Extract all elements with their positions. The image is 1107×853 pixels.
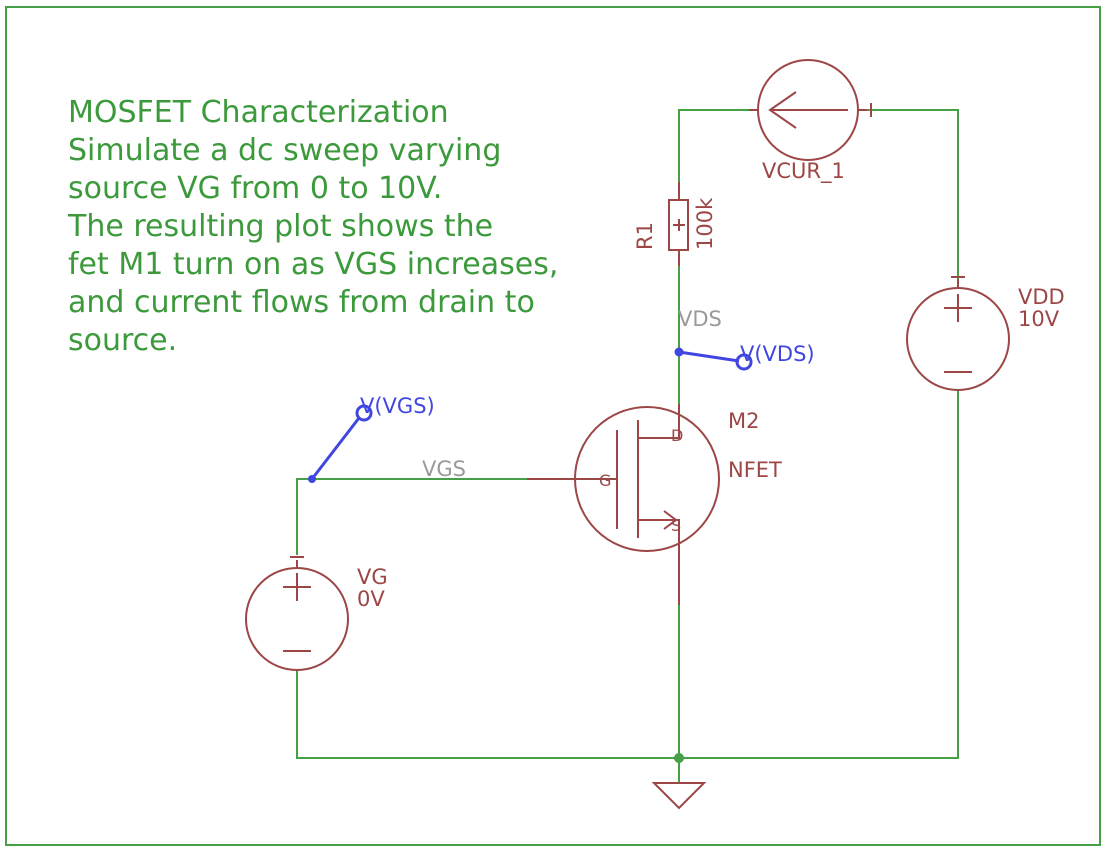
annotation-note: MOSFET Characterization Simulate a dc sw… bbox=[67, 95, 558, 358]
note-line-5: fet M1 turn on as VGS increases, bbox=[68, 247, 558, 282]
vg-name: VG bbox=[357, 565, 388, 589]
wire-top-left bbox=[678, 109, 757, 196]
mosfet-source-leg bbox=[638, 519, 680, 605]
resistor-value: 100k bbox=[693, 197, 717, 250]
current-source-arrow-head bbox=[768, 91, 797, 129]
current-source-name: VCUR_1 bbox=[762, 159, 845, 184]
probe-vgs-lead bbox=[310, 417, 361, 480]
mosfet-source-arrow bbox=[663, 510, 678, 530]
junction-ground bbox=[674, 753, 684, 763]
wires bbox=[296, 109, 959, 783]
mosfet-m2[interactable]: G D S M2 NFET bbox=[527, 404, 782, 605]
probe-vgs-label: V(VGS) bbox=[360, 394, 435, 418]
probe-vds-anchor bbox=[674, 347, 684, 357]
probe-vds-label: V(VDS) bbox=[740, 342, 815, 366]
mosfet-pin-d: D bbox=[671, 426, 683, 445]
probe-vgs-anchor bbox=[308, 475, 316, 483]
mosfet-pin-s: S bbox=[671, 516, 681, 535]
note-line-1: MOSFET Characterization bbox=[68, 95, 449, 130]
note-line-4: The resulting plot shows the bbox=[67, 209, 493, 244]
note-line-2: Simulate a dc sweep varying bbox=[68, 133, 501, 168]
probe-vds[interactable]: V(VDS) bbox=[674, 342, 815, 371]
ground-symbol bbox=[651, 782, 707, 810]
mosfet-name: M2 bbox=[728, 409, 759, 433]
probe-vds-tip bbox=[735, 353, 753, 371]
probe-vgs[interactable]: V(VGS) bbox=[308, 394, 435, 483]
mosfet-type: NFET bbox=[728, 458, 782, 482]
sheet-frame bbox=[5, 6, 1101, 846]
vg-value: 0V bbox=[357, 587, 385, 611]
resistor-name: R1 bbox=[633, 222, 657, 250]
current-source[interactable]: VCUR_1 bbox=[749, 59, 872, 184]
wire-vgs-net bbox=[296, 478, 527, 555]
vdd-value: 10V bbox=[1018, 307, 1060, 331]
wire-top-right bbox=[859, 109, 959, 288]
vg-source[interactable]: VG 0V bbox=[245, 556, 388, 671]
vdd-source[interactable]: VDD 10V bbox=[906, 276, 1065, 391]
mosfet-drain-leg bbox=[638, 404, 680, 439]
probe-vgs-tip bbox=[355, 404, 373, 422]
wire-bottom-rail bbox=[296, 390, 959, 759]
vdd-name: VDD bbox=[1018, 285, 1065, 309]
note-line-7: source. bbox=[68, 323, 177, 358]
net-label-vgs: VGS bbox=[422, 457, 466, 481]
probe-vds-lead bbox=[678, 350, 740, 363]
resistor-r1[interactable]: R1 100k bbox=[633, 182, 717, 266]
note-line-3: source VG from 0 to 10V. bbox=[68, 171, 442, 206]
note-line-6: and current flows from drain to bbox=[68, 285, 535, 320]
mosfet-pin-g: G bbox=[599, 471, 611, 490]
net-label-vds: VDS bbox=[678, 307, 722, 331]
